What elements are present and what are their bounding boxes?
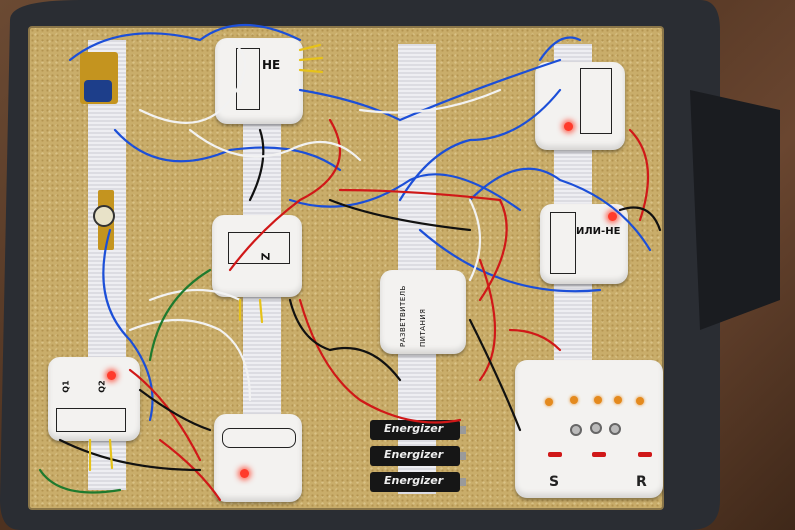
led-array-symbol: [580, 68, 612, 134]
switch-s-label: S: [549, 474, 560, 490]
z-module[interactable]: [212, 215, 302, 297]
led-indicator: [608, 212, 617, 221]
not-gate-symbol: [236, 48, 260, 110]
toggle-switch[interactable]: [609, 423, 621, 435]
nor-gate-symbol: [550, 212, 576, 274]
rs-switch-module[interactable]: [515, 360, 663, 498]
flip-flop-symbol: [56, 408, 126, 432]
amber-led: [570, 396, 578, 404]
flip-flop-module[interactable]: [48, 357, 140, 441]
battery: Energizer: [370, 446, 466, 466]
s-switch-lever[interactable]: [548, 452, 562, 457]
battery-brand: Energizer: [384, 448, 444, 461]
toggle-switch[interactable]: [570, 424, 582, 436]
switch-r-label: R: [636, 474, 647, 490]
mid-switch-lever[interactable]: [592, 452, 606, 457]
z-module-symbol: [228, 232, 290, 264]
r-switch-lever[interactable]: [638, 452, 652, 457]
power-splitter-module[interactable]: [380, 270, 466, 354]
potentiometer-knob[interactable]: [84, 80, 112, 102]
led-indicator: [240, 469, 249, 478]
toggle-switch[interactable]: [590, 422, 602, 434]
amber-led: [636, 397, 644, 405]
led-indicator: [564, 122, 573, 131]
led-display-symbol: [222, 428, 296, 448]
not-gate-label: НЕ: [262, 58, 281, 72]
battery-brand: Energizer: [384, 422, 444, 435]
battery: Energizer: [370, 420, 466, 440]
battery-brand: Energizer: [384, 474, 444, 487]
amber-led: [545, 398, 553, 406]
amber-led: [614, 396, 622, 404]
nor-gate-label: ИЛИ-НЕ: [576, 226, 621, 237]
amber-led: [594, 396, 602, 404]
battery: Energizer: [370, 472, 466, 492]
capacitor: [93, 205, 115, 227]
led-indicator: [107, 371, 116, 380]
